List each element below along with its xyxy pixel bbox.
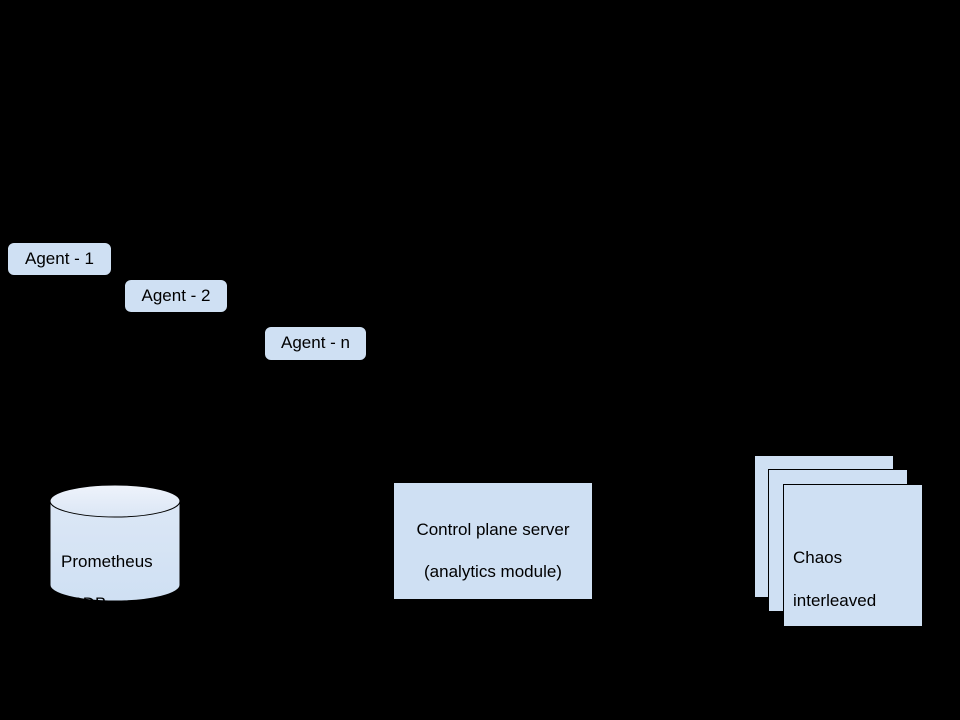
- node-prometheus-tsdb-line1: Prometheus: [61, 552, 153, 572]
- node-chaos-dashboards-line2: interleaved: [793, 591, 877, 611]
- node-agent-1[interactable]: Agent - 1: [7, 242, 112, 276]
- node-control-plane-server[interactable]: Control plane server (analytics module): [393, 482, 593, 600]
- dashboard-sheet-front[interactable]: [783, 484, 923, 627]
- node-control-plane-server-line2: (analytics module): [424, 561, 562, 581]
- node-prometheus-tsdb[interactable]: Prometheus TSDB: [49, 484, 181, 613]
- node-agent-n[interactable]: Agent - n: [264, 326, 367, 361]
- node-chaos-dashboards-line1: Chaos: [793, 548, 843, 568]
- node-chaos-interleaved-dashboards-label: Chaos interleaved dashboards: [793, 526, 919, 654]
- node-agent-n-label: Agent - n: [281, 333, 350, 353]
- node-prometheus-tsdb-label: Prometheus TSDB: [61, 530, 177, 614]
- node-agent-1-label: Agent - 1: [25, 248, 94, 268]
- node-prometheus-tsdb-line2: TSDB: [61, 594, 107, 614]
- node-agent-2-label: Agent - 2: [141, 285, 211, 305]
- cylinder-shape: [49, 484, 181, 602]
- node-control-plane-server-label: Control plane server (analytics module): [416, 500, 569, 583]
- node-chaos-dashboards-line3: dashboards: [793, 634, 882, 654]
- node-agent-2[interactable]: Agent - 2: [124, 279, 228, 313]
- node-control-plane-server-line1: Control plane server: [416, 520, 570, 540]
- node-chaos-interleaved-dashboards[interactable]: Chaos interleaved dashboards: [754, 455, 924, 653]
